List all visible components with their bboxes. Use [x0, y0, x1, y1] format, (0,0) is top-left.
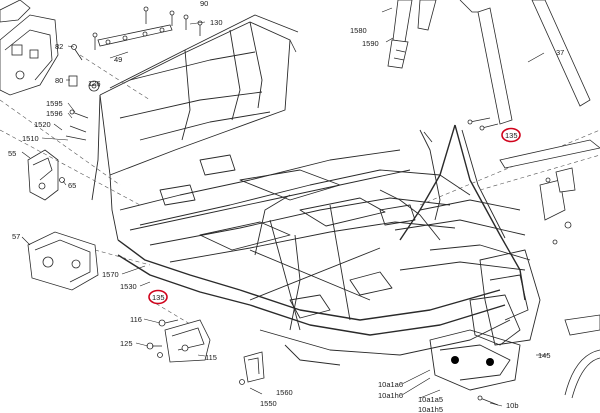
- bolt-10b: [477, 395, 499, 406]
- callout-55: 55: [8, 149, 16, 158]
- callout-37: 37: [556, 48, 564, 57]
- part-125: [146, 342, 162, 350]
- callout-82: 82: [55, 42, 63, 51]
- callout-1596: 1596: [46, 109, 63, 118]
- part-115-bracket: [157, 319, 211, 363]
- part-130-rail: [97, 24, 173, 47]
- part-55-bracket: [27, 149, 59, 201]
- leader-lines: [21, 7, 548, 407]
- callout-90: 90: [200, 0, 208, 8]
- callout-1595: 1595: [46, 99, 63, 108]
- highlight-ring-left: [148, 289, 168, 305]
- callout-135-highlighted-top: 135: [505, 131, 518, 140]
- callout-labels: 1580 1590 130 49 82 80 126 1595 1596 152…: [8, 0, 564, 413]
- callout-10b: 10b: [506, 401, 519, 410]
- explosion-lines: [0, 54, 600, 331]
- right-bracket-assembly: [499, 139, 600, 245]
- bolts-135-top: [423, 117, 499, 143]
- callout-1560: 1560: [276, 388, 293, 397]
- bolt-1595: [65, 109, 89, 141]
- callout-1550: 1550: [260, 399, 277, 408]
- highlight-ring-top-right: [501, 127, 521, 143]
- callout-1510: 1510: [22, 134, 39, 143]
- callout-1530: 1530: [120, 282, 137, 291]
- part-80: [68, 75, 78, 87]
- part-57-mount: [27, 231, 99, 291]
- callout-130: 130: [210, 18, 223, 27]
- callout-135-highlighted-left: 135: [152, 293, 165, 302]
- callout-1520: 1520: [34, 120, 51, 129]
- callout-10a1h5: 10a1h5: [418, 405, 443, 413]
- callout-10a1h6: 10a1h6: [378, 391, 403, 400]
- callout-49: 49: [114, 55, 122, 64]
- part-37-tube: [459, 0, 591, 125]
- upper-left-bracket-assembly: [0, 0, 59, 96]
- callout-115: 115: [205, 353, 217, 362]
- callout-125: 125: [120, 339, 133, 348]
- part-116: [158, 319, 179, 327]
- callout-10a1a6: 10a1a6: [378, 380, 403, 389]
- callout-1570: 1570: [102, 270, 119, 279]
- callout-1580: 1580: [350, 26, 367, 35]
- callout-65: 65: [68, 181, 76, 190]
- part-1590-strut: [387, 0, 437, 69]
- callout-126: 126: [88, 79, 101, 88]
- callout-116: 116: [130, 315, 142, 324]
- callout-145: 145: [538, 351, 551, 360]
- callout-80: 80: [55, 76, 63, 85]
- part-126: [88, 80, 100, 92]
- callout-10a1a5: 10a1a5: [418, 395, 443, 404]
- callout-57: 57: [12, 232, 20, 241]
- callout-1590: 1590: [362, 39, 379, 48]
- chassis-frame: [91, 14, 541, 391]
- part-145: [564, 314, 600, 399]
- part-1560-bracket: [239, 351, 265, 385]
